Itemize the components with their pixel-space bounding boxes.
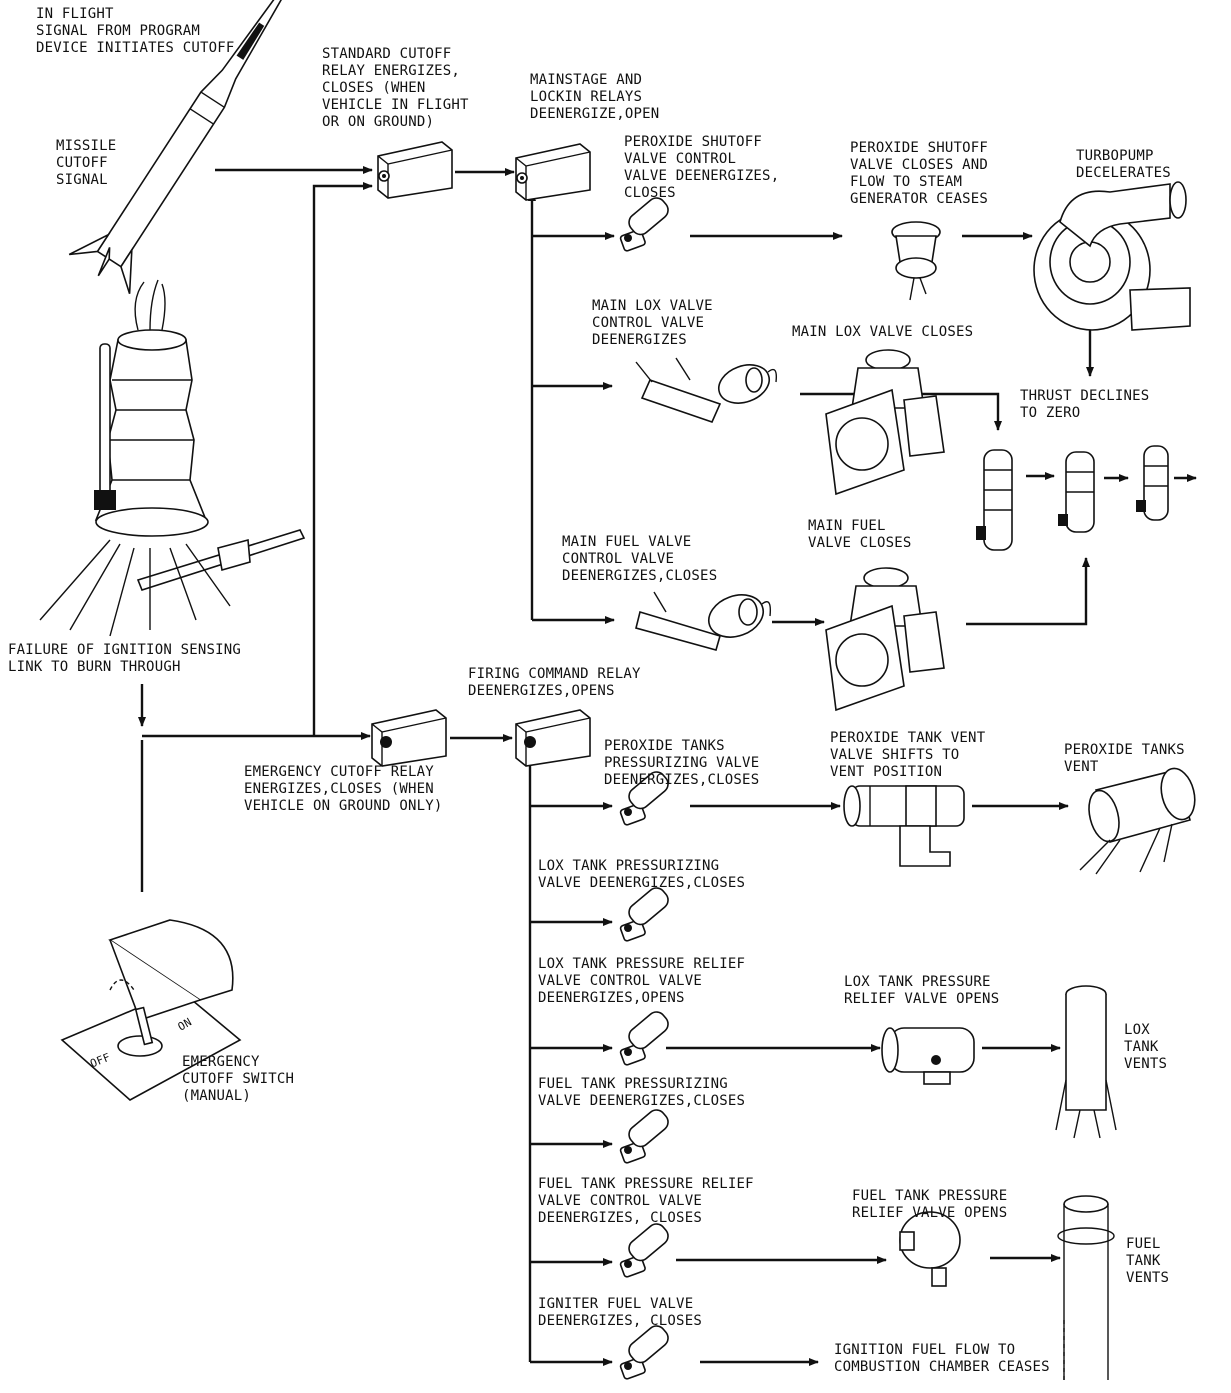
fuel-tank-relief-control-label: FUEL TANK PRESSURE RELIEF VALVE CONTROL … [538,1176,754,1226]
lox-tank-icon [1055,985,1117,1139]
igniter-fuel-valve-label: IGNITER FUEL VALVE DEENERGIZES, CLOSES [538,1296,702,1329]
fuel-tank-icon [1057,1195,1115,1380]
ignition-fuel-flow-label: IGNITION FUEL FLOW TO COMBUSTION CHAMBER… [834,1342,1050,1375]
peroxide-tanks-pressurizing-valve-icon [619,771,669,826]
lox-tank-relief-valve-icon [881,1027,975,1085]
failure-ignition-label: FAILURE OF IGNITION SENSING LINK TO BURN… [8,642,241,675]
emergency-cutoff-relay-icon [371,709,447,767]
turbopump-label: TURBOPUMP DECELERATES [1076,148,1171,181]
lox-tank-relief-control-valve-icon [619,1011,669,1066]
lox-tank-pressurizing-valve-icon [619,887,669,942]
peroxide-tank-vent-valve-icon [843,785,965,867]
rocket-engine-icon [39,279,306,637]
engine-zero-thrust-icon [1136,445,1169,521]
peroxide-tanks-icon [1079,767,1196,875]
peroxide-shutoff-closes-label: PEROXIDE SHUTOFF VALVE CLOSES AND FLOW T… [850,140,989,207]
lox-tank-relief-opens-label: LOX TANK PRESSURE RELIEF VALVE OPENS [844,974,1000,1007]
emergency-cutoff-switch-icon [60,919,242,1101]
engine-declining-thrust-icon [1058,451,1095,533]
main-lox-control-valve-icon [635,357,778,423]
lox-tank-pressurizing-label: LOX TANK PRESSURIZING VALVE DEENERGIZES,… [538,858,746,891]
fuel-tank-vents-label: FUEL TANK VENTS [1126,1236,1170,1286]
in-flight-signal-label: IN FLIGHT SIGNAL FROM PROGRAM DEVICE INI… [36,6,235,56]
turbopump-icon [1033,181,1191,331]
fuel-tank-pressurizing-label: FUEL TANK PRESSURIZING VALVE DEENERGIZES… [538,1076,746,1109]
igniter-fuel-valve-icon [619,1325,669,1380]
main-lox-closes-label: MAIN LOX VALVE CLOSES [792,324,974,340]
engine-full-thrust-icon [976,449,1013,551]
peroxide-tanks-pressurizing-label: PEROXIDE TANKS PRESSURIZING VALVE DEENER… [604,738,760,788]
firing-command-relay-icon [515,709,591,767]
main-fuel-closes-label: MAIN FUEL VALVE CLOSES [808,518,912,551]
firing-command-relay-label: FIRING COMMAND RELAY DEENERGIZES,OPENS [468,666,641,699]
emergency-cutoff-relay-label: EMERGENCY CUTOFF RELAY ENERGIZES,CLOSES … [244,764,443,814]
main-lox-valve-icon [825,349,945,496]
main-fuel-valve-icon [825,567,945,712]
peroxide-tanks-vent-label: PEROXIDE TANKS VENT [1064,742,1185,775]
main-lox-control-label: MAIN LOX VALVE CONTROL VALVE DEENERGIZES [592,298,713,348]
emergency-cutoff-switch-label: EMERGENCY CUTOFF SWITCH (MANUAL) [182,1054,295,1104]
standard-cutoff-relay-label: STANDARD CUTOFF RELAY ENERGIZES, CLOSES … [322,46,469,130]
main-fuel-control-label: MAIN FUEL VALVE CONTROL VALVE DEENERGIZE… [562,534,718,584]
standard-cutoff-relay-icon [377,141,453,199]
peroxide-shutoff-control-valve-icon [619,197,669,252]
lox-tank-vents-label: LOX TANK VENTS [1124,1022,1168,1072]
fuel-tank-relief-valve-icon [899,1211,961,1287]
peroxide-shutoff-valve-icon [891,221,941,301]
fuel-tank-relief-opens-label: FUEL TANK PRESSURE RELIEF VALVE OPENS [852,1188,1008,1221]
mainstage-lockin-relays-label: MAINSTAGE AND LOCKIN RELAYS DEENERGIZE,O… [530,72,660,122]
thrust-declines-label: THRUST DECLINES TO ZERO [1020,388,1150,421]
missile-icon [68,0,292,294]
lox-tank-relief-control-label: LOX TANK PRESSURE RELIEF VALVE CONTROL V… [538,956,746,1006]
fuel-tank-relief-control-valve-icon [619,1223,669,1278]
fuel-tank-pressurizing-valve-icon [619,1109,669,1164]
mainstage-relay-icon [515,143,591,201]
missile-cutoff-signal-label: MISSILE CUTOFF SIGNAL [56,138,117,188]
peroxide-tank-vent-valve-label: PEROXIDE TANK VENT VALVE SHIFTS TO VENT … [830,730,986,780]
peroxide-shutoff-control-label: PEROXIDE SHUTOFF VALVE CONTROL VALVE DEE… [624,134,780,201]
main-fuel-control-valve-icon [635,591,772,651]
